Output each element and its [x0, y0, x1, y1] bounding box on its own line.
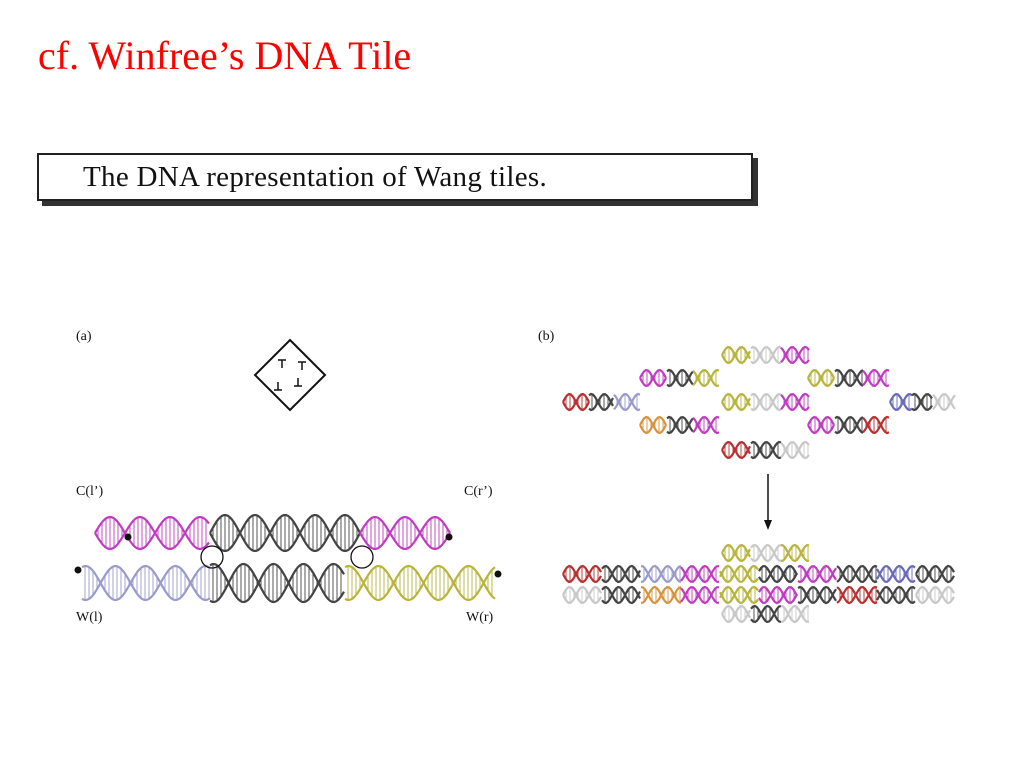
panel-b-assembled-lattice	[562, 543, 955, 624]
panel-b-tile-lattice	[562, 345, 956, 460]
panel-a-markers	[74, 533, 502, 578]
assembly-arrow	[764, 474, 772, 530]
slide-title: cf. Winfree’s DNA Tile	[38, 33, 412, 78]
label-w-left: W(l)	[76, 610, 103, 625]
label-c-right: C(r’)	[464, 484, 493, 499]
panel-a-double-helix	[81, 514, 496, 604]
panel-a-label: (a)	[76, 329, 92, 344]
caption-text: The DNA representation of Wang tiles.	[83, 161, 548, 193]
caption-box: The DNA representation of Wang tiles.	[37, 153, 753, 201]
label-c-left: C(l’)	[76, 484, 104, 499]
label-w-right: W(r)	[466, 610, 494, 625]
wang-tile-diamond	[253, 338, 327, 412]
panel-b-label: (b)	[538, 329, 555, 344]
